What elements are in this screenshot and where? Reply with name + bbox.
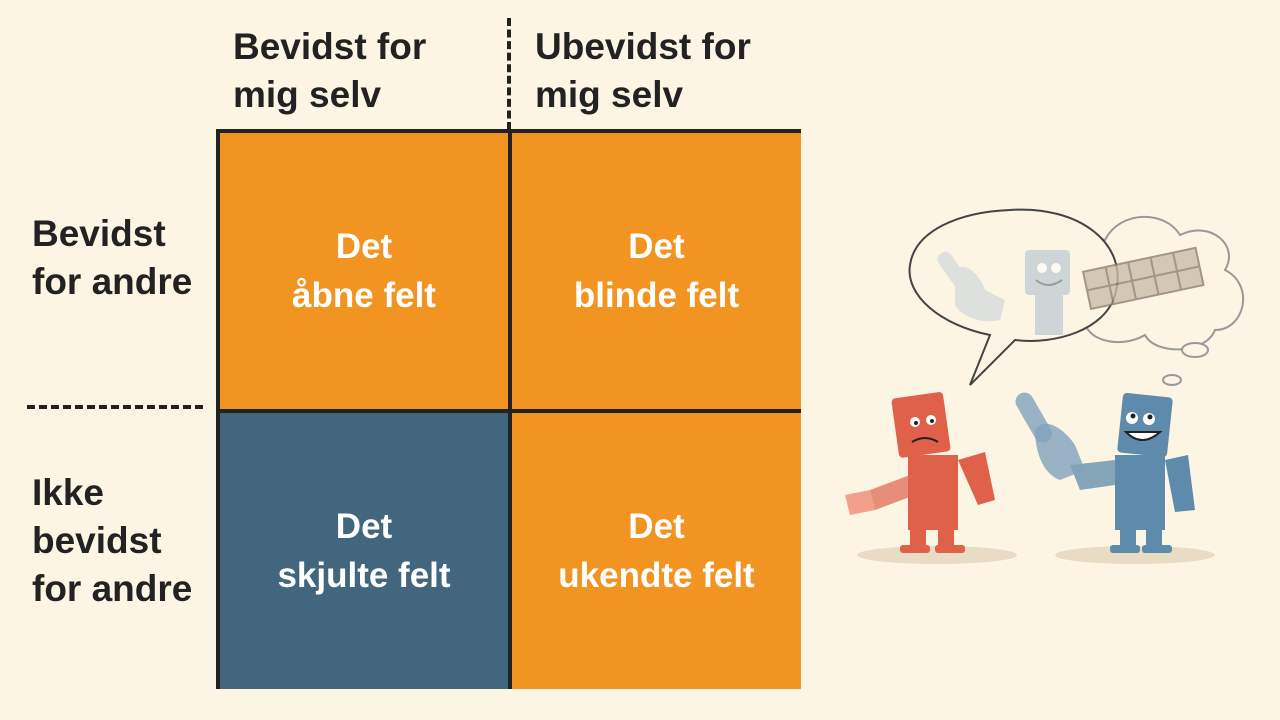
red-figure-shadow [857,546,1017,564]
unknown-area-cell: Det ukendte felt [512,413,801,689]
column-header-aware-self-line2: mig selv [233,74,382,115]
row-header-aware-others: Bevidst for andre [32,210,222,306]
open-area-line2: åbne felt [292,276,436,315]
row-header-unaware-others-line1: Ikke [32,472,105,513]
johari-window-grid: Det åbne felt Det blinde felt Det skjult… [216,129,801,689]
hidden-area-line2: skjulte felt [277,556,451,595]
column-divider-dashed [507,18,511,130]
row-header-aware-others-line2: for andre [32,261,193,302]
chocolate-bar-icon [1081,246,1205,311]
column-header-aware-self-line1: Bevidst for [233,26,427,67]
open-area-line1: Det [335,227,393,266]
hidden-area-cell: Det skjulte felt [220,413,508,689]
speech-bubble [908,208,1119,386]
row-header-aware-others-line1: Bevidst [32,213,166,254]
row-header-unaware-others-line3: for andre [32,568,193,609]
blind-area-cell: Det blinde felt [512,133,801,409]
row-divider-dashed [27,405,203,409]
hidden-area-line1: Det [335,507,393,546]
column-header-aware-self: Bevidst for mig selv [233,23,503,119]
blind-area-line2: blinde felt [573,276,740,315]
red-figure-face [910,415,939,443]
blue-figure-face [1123,412,1163,441]
column-header-unaware-self-line2: mig selv [535,74,684,115]
column-header-unaware-self: Ubevidst for mig selv [535,23,805,119]
open-area-cell: Det åbne felt [220,133,508,409]
unknown-area-line1: Det [628,507,685,546]
blue-figure [1015,392,1195,553]
blind-area-line1: Det [628,227,685,266]
row-header-unaware-others: Ikke bevidst for andre [32,469,222,613]
two-figures-illustration [845,208,1244,564]
column-header-unaware-self-line1: Ubevidst for [535,26,751,67]
red-figure [845,392,995,553]
blue-figure-shadow [1055,546,1215,564]
row-header-unaware-others-line2: bevidst [32,520,162,561]
unknown-area-line2: ukendte felt [558,556,755,595]
bubble-figure [937,250,1070,335]
